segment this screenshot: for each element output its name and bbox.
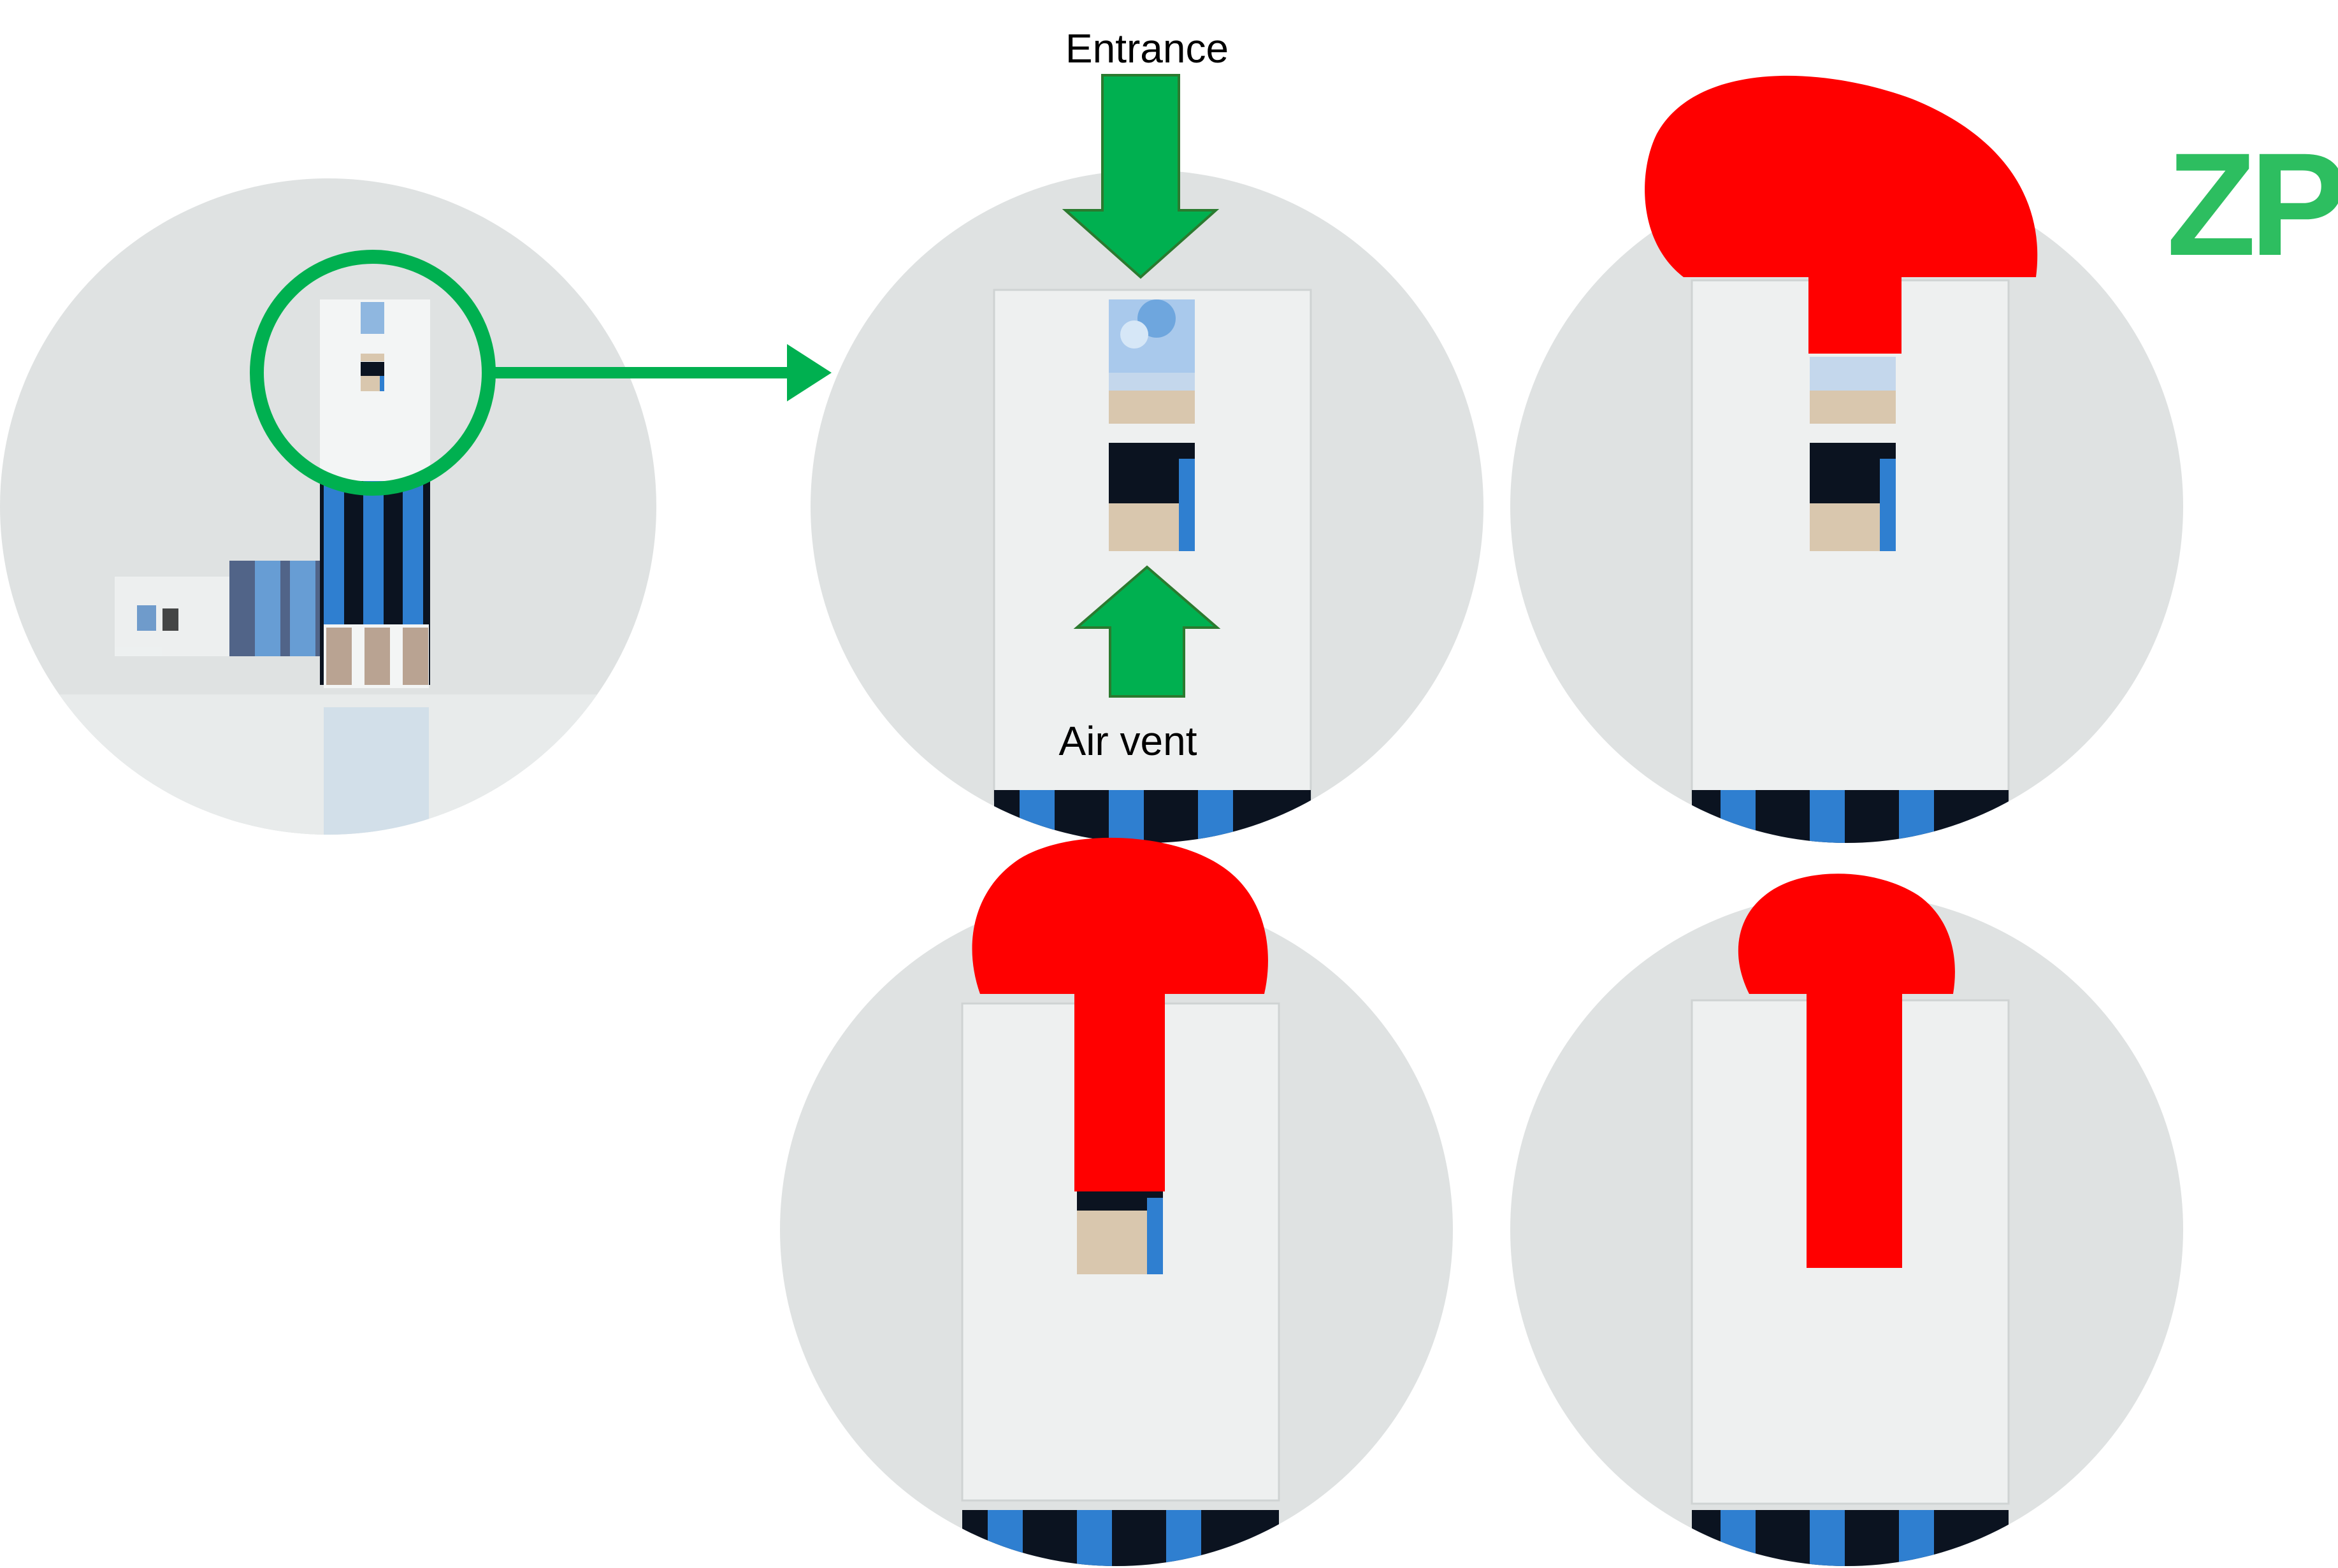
blood-drop <box>972 837 1268 1191</box>
air-vent-label: Air vent <box>1059 718 1197 764</box>
contact-pad <box>326 628 352 685</box>
contact-pad <box>403 628 428 685</box>
arrow-down-icon <box>1062 74 1220 279</box>
fill-stage-1-panel <box>1510 75 2183 843</box>
arrow-up-icon <box>1073 565 1221 698</box>
capillary-channel <box>1810 357 1896 551</box>
capillary-channel <box>1109 299 1195 551</box>
fill-stage-2-panel <box>780 837 1453 1566</box>
arrow-right-icon <box>491 344 832 401</box>
circle-outline-icon <box>250 250 496 496</box>
capillary-channel <box>1077 1185 1163 1274</box>
fill-stage-3-panel <box>1510 874 2183 1566</box>
overview-panel <box>0 178 656 835</box>
test-strip <box>320 299 430 835</box>
closeup-panel: Entrance Air vent <box>811 25 1483 843</box>
entrance-label: Entrance <box>1065 25 1229 71</box>
logo-text: ZP <box>2167 122 2338 286</box>
zp-logo: ZP <box>2167 122 2338 286</box>
blood-drop <box>1645 75 2038 354</box>
background-strip <box>115 561 331 656</box>
blood-drop <box>1738 874 1955 1268</box>
contact-pad <box>364 628 390 685</box>
